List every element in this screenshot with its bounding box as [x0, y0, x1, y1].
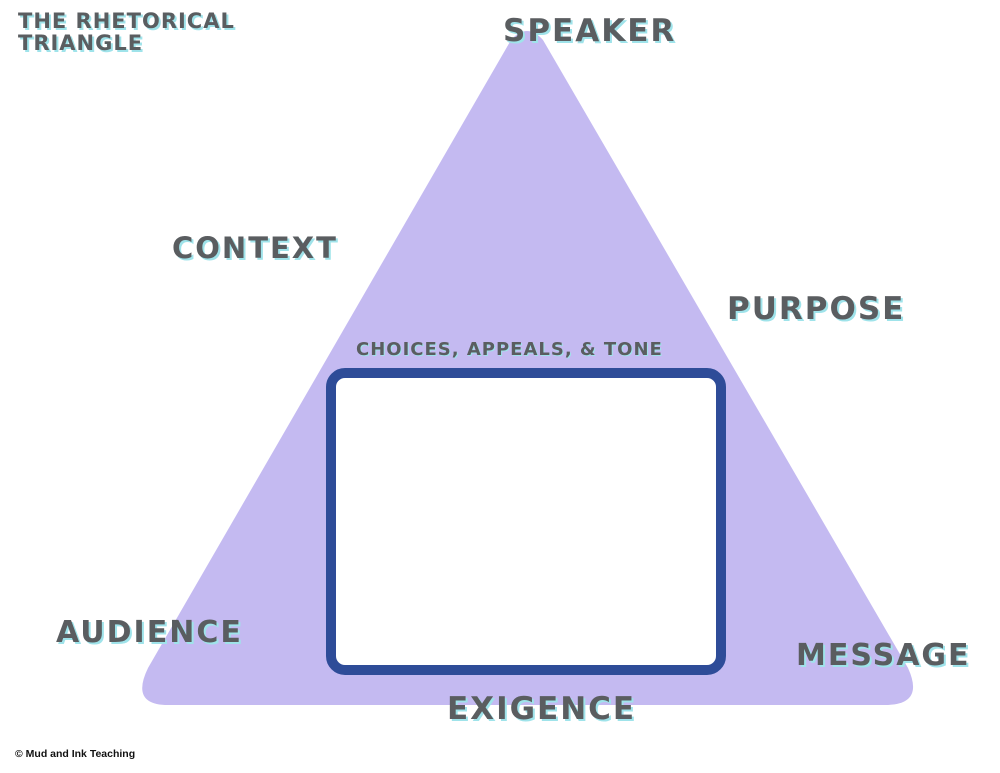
title-line-1: THE RHETORICAL — [18, 9, 235, 33]
audience-label: AUDIENCE — [56, 615, 243, 650]
center-box — [326, 368, 726, 675]
purpose-label: PURPOSE — [727, 291, 906, 327]
context-label: CONTEXT — [172, 231, 338, 265]
title-line-2: TRIANGLE — [18, 31, 144, 56]
choices-appeals-tone-label: CHOICES, APPEALS, & TONE — [356, 339, 663, 360]
message-label: MESSAGE — [796, 638, 971, 673]
speaker-label: SPEAKER — [503, 13, 677, 49]
diagram-title: THE RHETORICAL TRIANGLE — [18, 10, 278, 54]
copyright-credit: © Mud and Ink Teaching — [15, 748, 136, 760]
exigence-label: EXIGENCE — [447, 691, 637, 727]
